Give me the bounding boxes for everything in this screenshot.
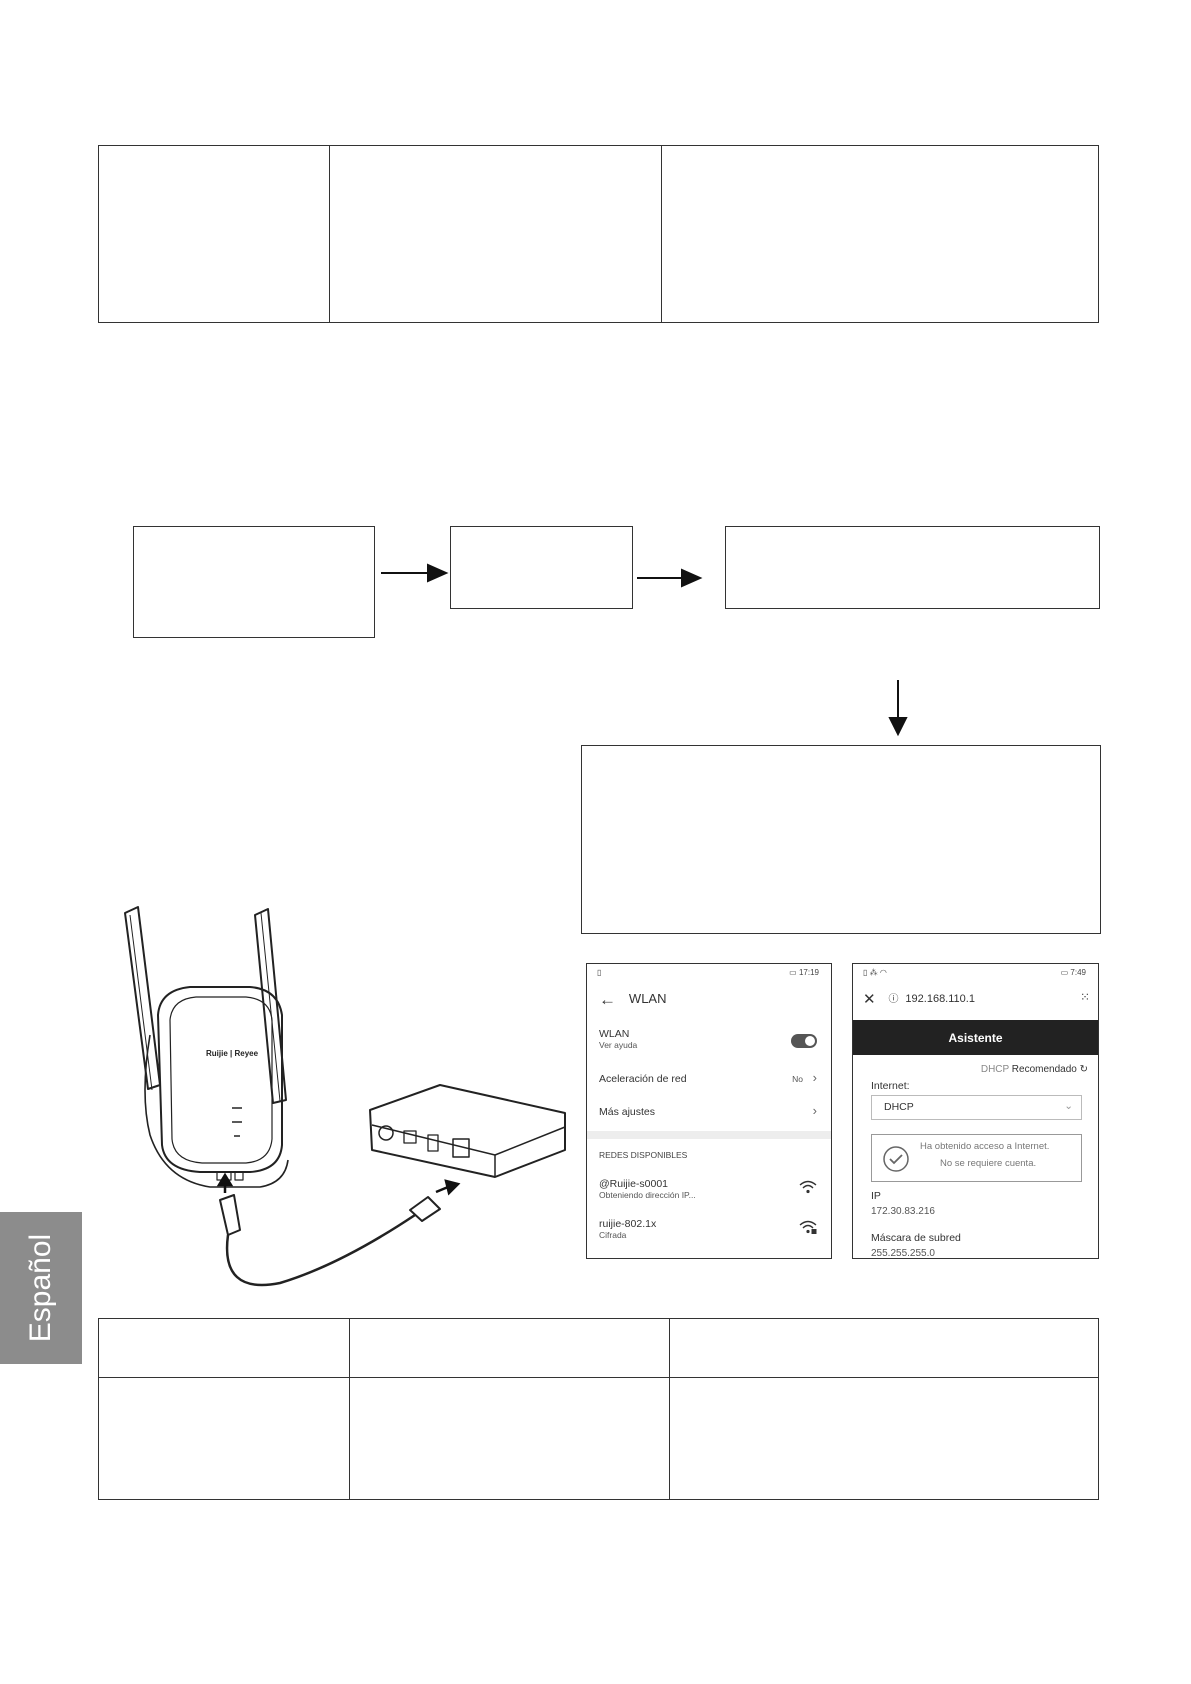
assistant-screen: ▯ ⁂ ◠ ▭ 7:49 ✕ ⓘ 192.168.110.1 ⁙ Asisten… xyxy=(852,963,1099,1259)
wlan-toggle[interactable] xyxy=(791,1034,817,1048)
header-title: Asistente xyxy=(948,1030,1003,1045)
section-header: REDES DISPONIBLES xyxy=(599,1150,688,1160)
plug-arrow-icon xyxy=(216,1172,234,1193)
wifi-icon xyxy=(799,1180,817,1194)
notice-box: Ha obtenido acceso a Internet. No se req… xyxy=(871,1134,1082,1182)
arrow-right-icon xyxy=(381,563,449,583)
network-status: Cifrada xyxy=(599,1230,627,1240)
signal-icon: ▯ ⁂ ◠ xyxy=(863,967,887,977)
device-illustration: Ruijie | Reyee xyxy=(124,906,566,1287)
flow-box-4 xyxy=(581,745,1101,934)
wlan-toggle-row[interactable]: WLAN Ver ayuda xyxy=(599,1028,817,1050)
router-box xyxy=(369,1084,566,1178)
more-settings-row[interactable]: Más ajustes › xyxy=(599,1103,817,1118)
chevron-right-icon: › xyxy=(812,1103,817,1118)
wlan-screen: ▯ ▭ 17:19 ← WLAN WLAN Ver ayuda Acelerac… xyxy=(586,963,832,1259)
wlan-help-link[interactable]: Ver ayuda xyxy=(599,1040,638,1050)
extender-body xyxy=(157,986,283,1173)
flow-box-3 xyxy=(725,526,1100,609)
accel-label: Aceleración de red xyxy=(599,1073,687,1085)
flow-arrows xyxy=(381,563,908,737)
accel-value: No xyxy=(792,1074,803,1084)
address-bar: ✕ ⓘ 192.168.110.1 ⁙ xyxy=(863,990,1090,1012)
language-label: Español xyxy=(24,1233,58,1343)
flow-box-1 xyxy=(133,526,375,638)
internet-select-value: DHCP xyxy=(884,1101,914,1113)
mode-row[interactable]: DHCP Recomendado ↻ xyxy=(863,1064,1088,1075)
antenna-right xyxy=(254,908,287,1104)
wlan-label: WLAN xyxy=(599,1028,630,1040)
mask-value: 255.255.255.0 xyxy=(871,1248,935,1259)
network-item[interactable]: ruijie-802.1x Cifrada xyxy=(599,1218,817,1240)
url-text[interactable]: 192.168.110.1 xyxy=(905,993,975,1005)
mask-label: Máscara de subred xyxy=(871,1232,961,1244)
screen-title: WLAN xyxy=(628,991,667,1006)
plug-arrow-icon xyxy=(435,1179,461,1196)
sim-icon: ▯ xyxy=(597,967,602,977)
arrow-right-icon xyxy=(637,568,703,588)
ip-label: IP xyxy=(871,1190,881,1202)
notice-line-2: No se requiere cuenta. xyxy=(940,1158,1037,1169)
device-brand: Ruijie | Reyee xyxy=(206,1049,259,1058)
accel-row[interactable]: Aceleración de red No › xyxy=(599,1070,817,1085)
mode-label: Recomendado xyxy=(1011,1064,1077,1075)
battery-icon: ▭ xyxy=(789,967,797,977)
close-icon[interactable]: ✕ xyxy=(863,991,876,1008)
internet-select[interactable]: DHCP ⌄ xyxy=(871,1095,1082,1120)
ip-value: 172.30.83.216 xyxy=(871,1206,935,1217)
status-time: 7:49 xyxy=(1070,967,1086,977)
ethernet-cable xyxy=(225,1213,416,1287)
menu-dots-icon[interactable]: ⁙ xyxy=(1079,990,1090,1004)
network-name: ruijie-802.1x xyxy=(599,1218,657,1230)
top-table xyxy=(98,145,1099,323)
status-bar: ▯ ⁂ ◠ ▭ 7:49 xyxy=(853,964,1098,980)
chevron-right-icon: › xyxy=(812,1070,817,1085)
language-side-tab: Español xyxy=(0,1212,82,1364)
assistant-header: Asistente xyxy=(853,1020,1098,1055)
status-time: 17:19 xyxy=(798,967,819,977)
notice-line-1: Ha obtenido acceso a Internet. xyxy=(920,1141,1050,1152)
info-icon: ⓘ xyxy=(888,994,899,1005)
chevron-down-icon: ⌄ xyxy=(1064,1100,1073,1112)
section-divider xyxy=(587,1131,831,1139)
refresh-icon[interactable]: ↻ xyxy=(1079,1064,1088,1075)
network-name: @Ruijie-s0001 xyxy=(599,1178,669,1190)
check-circle-icon xyxy=(883,1146,909,1172)
battery-icon: ▭ xyxy=(1060,967,1069,977)
network-status: Obteniendo dirección IP... xyxy=(599,1190,696,1200)
antenna-left xyxy=(124,906,161,1090)
mode-prefix: DHCP xyxy=(980,1064,1009,1075)
arrow-down-icon xyxy=(888,680,908,737)
more-settings-label: Más ajustes xyxy=(599,1106,656,1118)
flow-box-2 xyxy=(450,526,633,609)
status-bar: ▯ ▭ 17:19 xyxy=(587,964,831,980)
internet-label: Internet: xyxy=(871,1080,910,1092)
back-arrow-icon[interactable]: ← xyxy=(599,990,616,1009)
bottom-table xyxy=(98,1318,1099,1500)
wifi-lock-icon xyxy=(799,1220,817,1234)
network-item[interactable]: @Ruijie-s0001 Obteniendo dirección IP... xyxy=(599,1178,817,1200)
